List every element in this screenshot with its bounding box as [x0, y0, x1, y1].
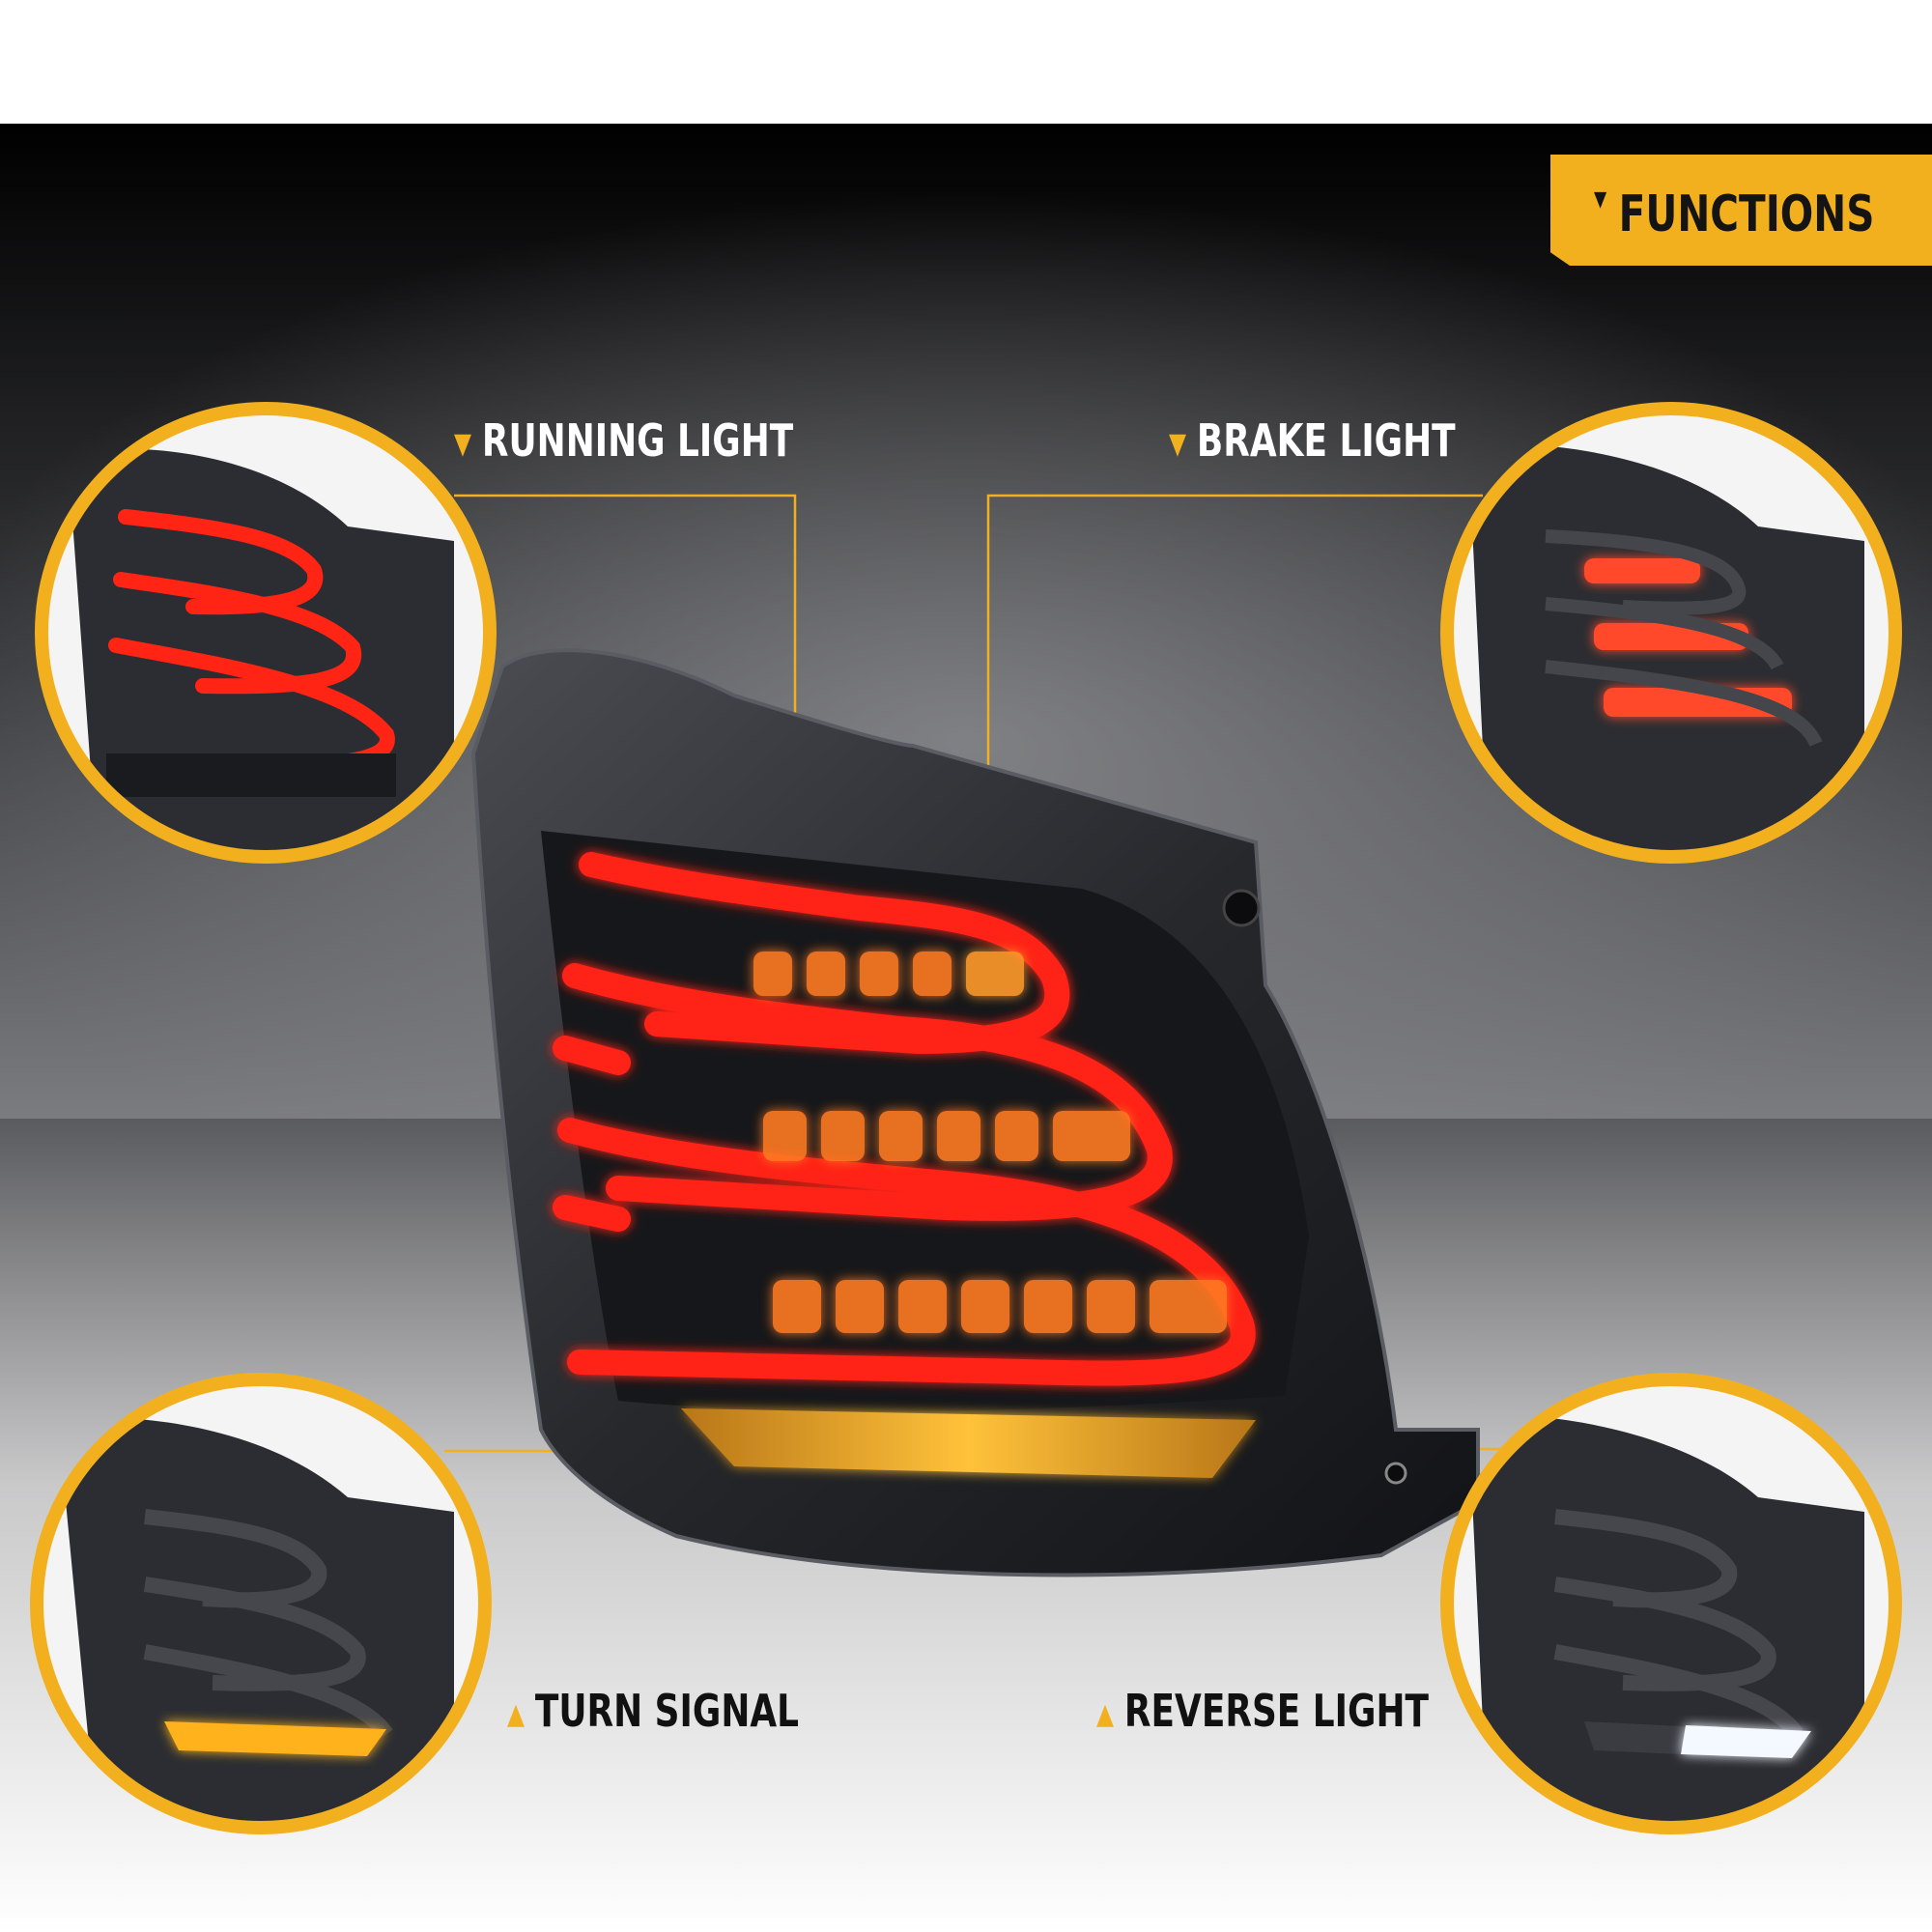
running-light-thumbnail	[35, 402, 497, 864]
functions-badge-label: ▼FUNCTIONS	[1594, 185, 1875, 243]
turn-signal-strip	[681, 1408, 1256, 1478]
red-light-guides	[553, 852, 1256, 1386]
caret-down-icon: ▼	[1594, 187, 1607, 212]
label-brake-light: ▼BRAKE LIGHT	[1169, 414, 1456, 467]
reverse-light-thumbnail	[1440, 1373, 1902, 1834]
label-turn-signal: ▲TURN SIGNAL	[507, 1685, 799, 1737]
caret-down-icon: ▼	[1169, 426, 1187, 461]
label-running-light: ▼RUNNING LIGHT	[454, 414, 794, 467]
functions-badge	[1550, 155, 1932, 266]
brake-light-thumbnail	[1440, 402, 1902, 864]
turn-signal-thumbnail	[30, 1373, 492, 1834]
tail-light-main	[470, 648, 1480, 1577]
caret-up-icon: ▲	[507, 1696, 526, 1731]
mounting-hole	[1222, 889, 1261, 927]
caret-up-icon: ▲	[1096, 1696, 1115, 1731]
label-reverse-light: ▲REVERSE LIGHT	[1096, 1685, 1429, 1737]
mounting-hole	[1384, 1462, 1407, 1485]
background-black-band	[0, 0, 1932, 124]
caret-down-icon: ▼	[454, 426, 472, 461]
led-segments	[753, 952, 1227, 1333]
